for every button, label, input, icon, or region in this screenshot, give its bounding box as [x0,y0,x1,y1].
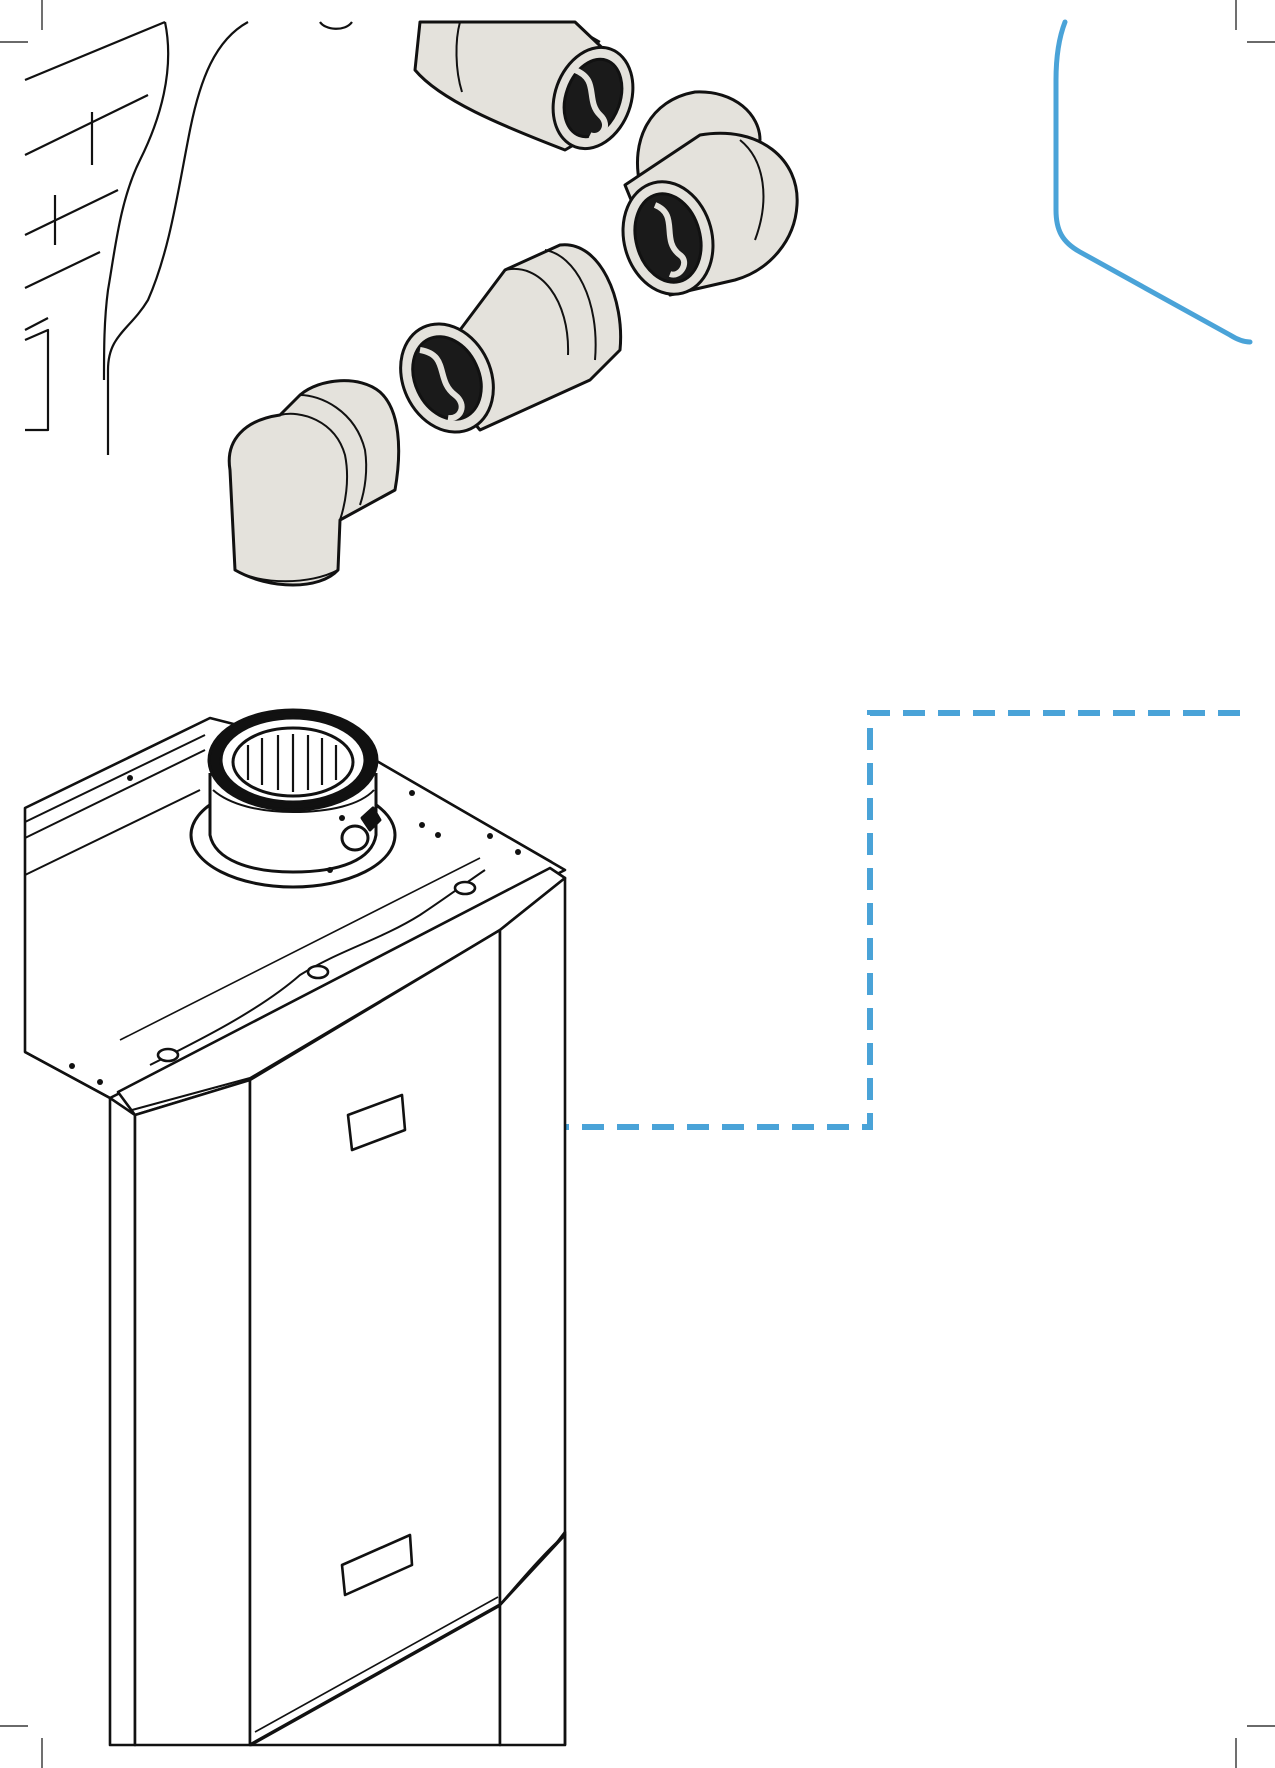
dashed-blue-leader [566,713,1240,1127]
flue-turret-adaptor [191,710,395,887]
flue-extension-middle [383,245,620,448]
flue-elbow-bottom [229,381,398,585]
flue-elbow-top [415,22,646,160]
flue-elbow-right [611,92,797,305]
solid-blue-callout [1056,22,1250,342]
